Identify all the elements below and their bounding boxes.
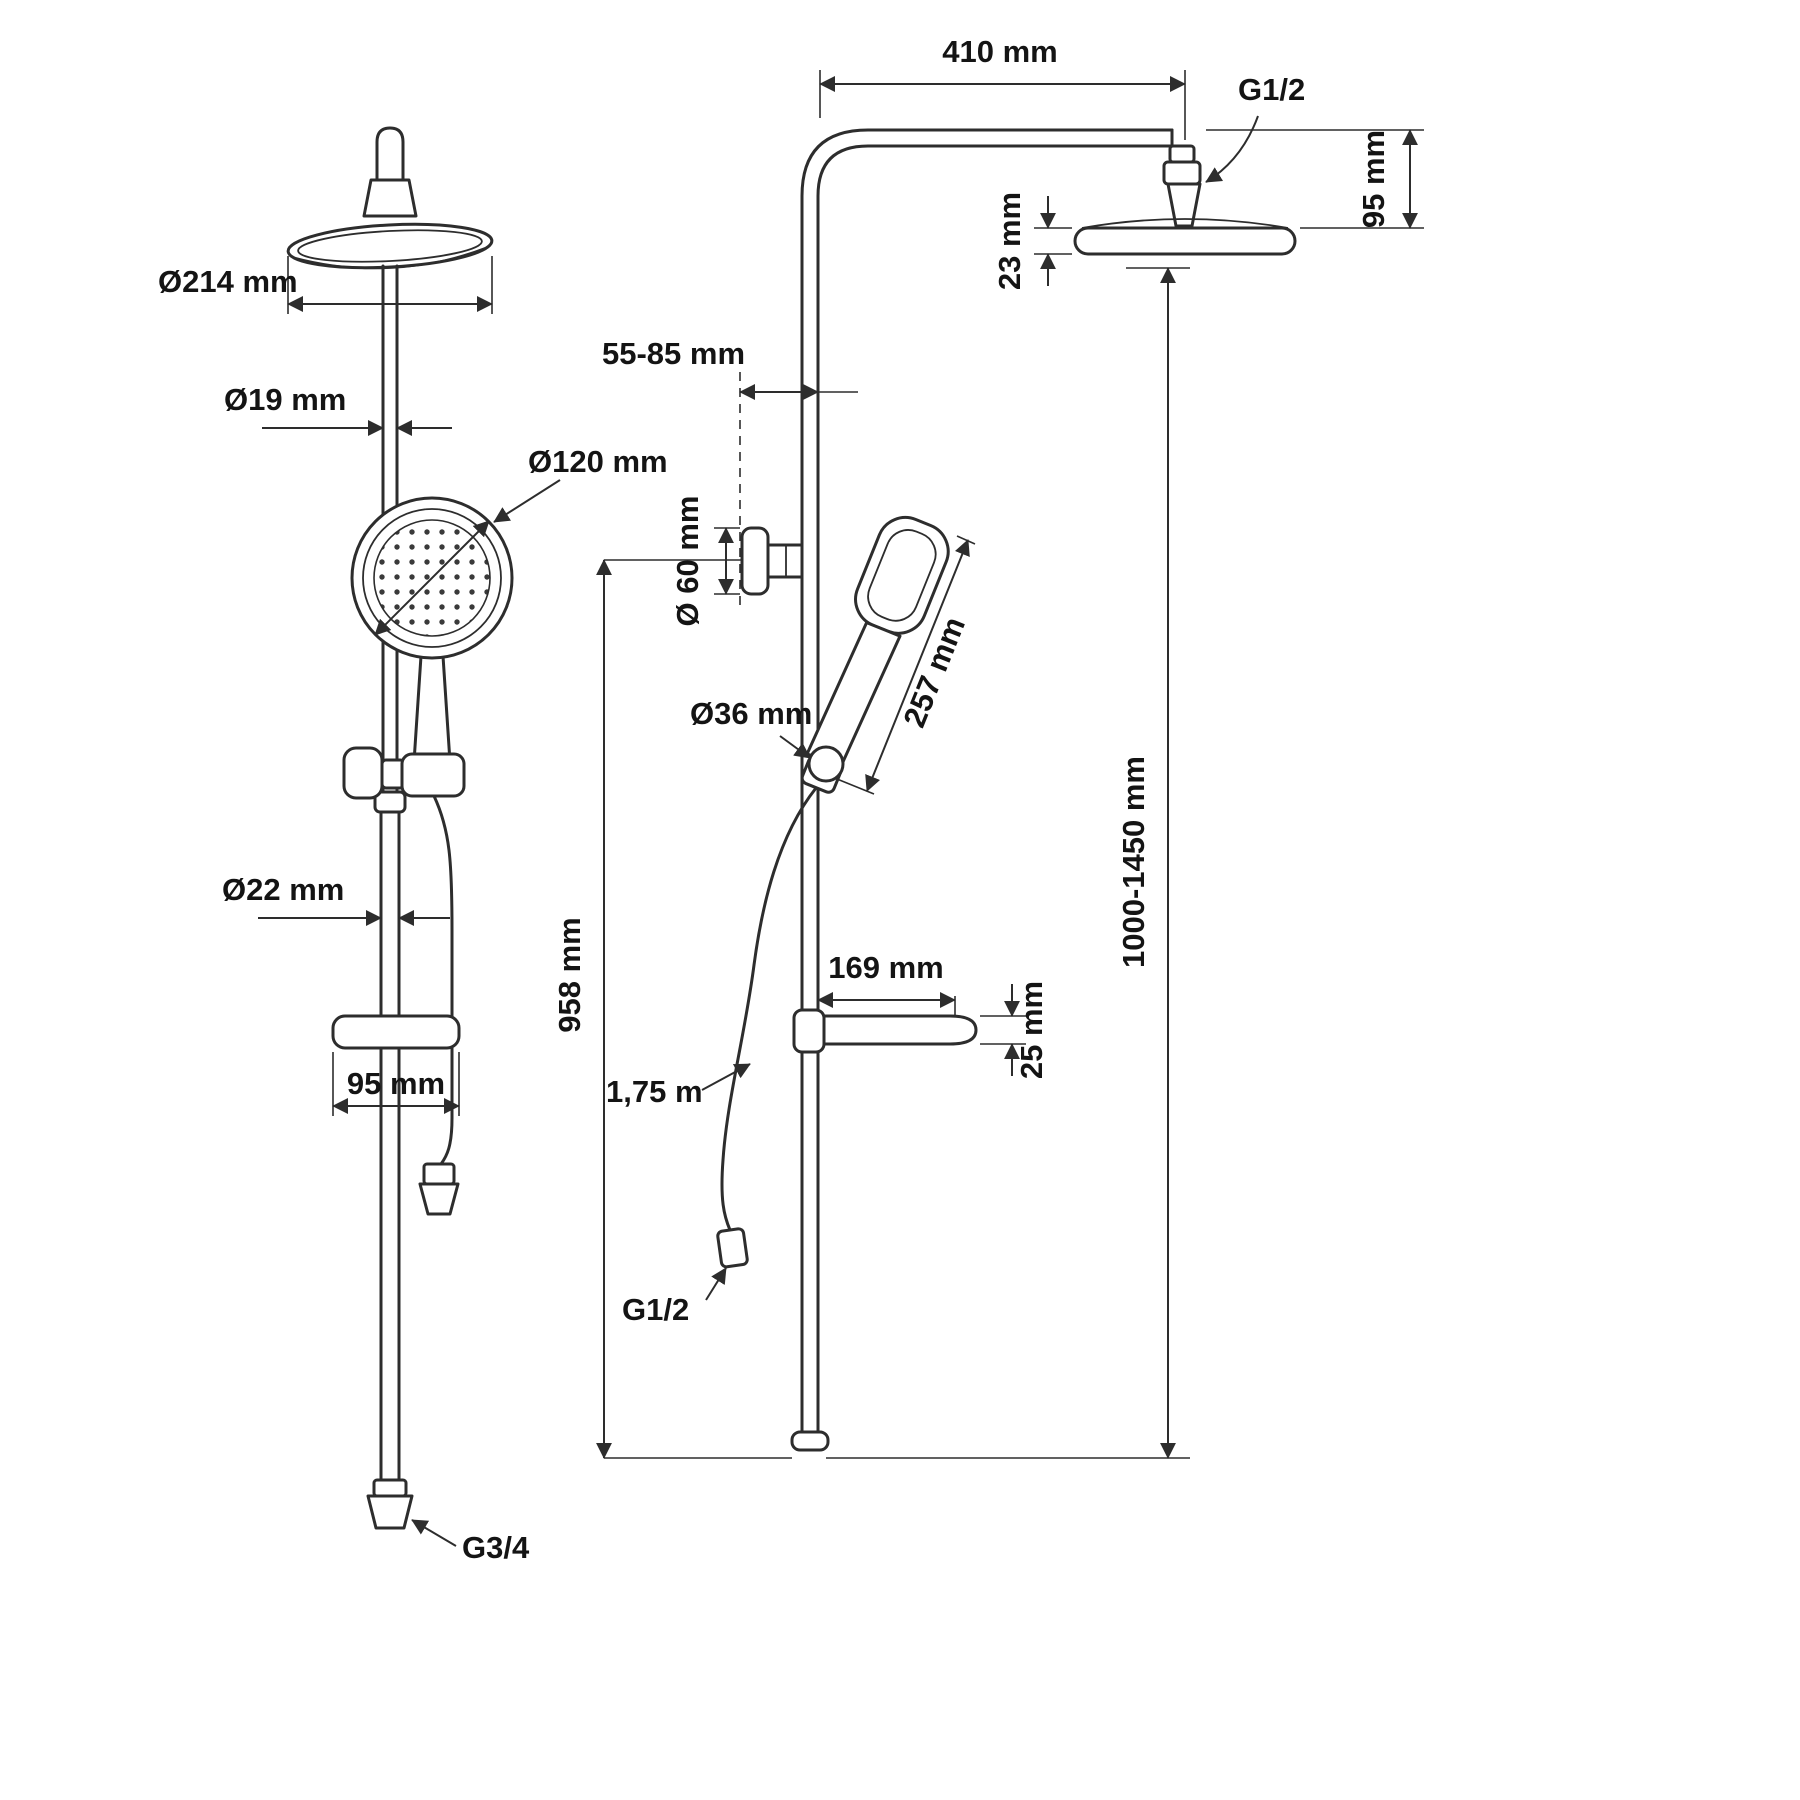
dim-soap-dish-depth: 169 mm bbox=[817, 950, 956, 1016]
hose-length-label: 1,75 m bbox=[606, 1074, 703, 1109]
dim-lower-pipe-diameter: Ø22 mm bbox=[222, 872, 450, 926]
hand-shower-front bbox=[350, 496, 514, 764]
dim-head-drop: 95 mm bbox=[1206, 129, 1424, 229]
dim-hose-connector-thread: G1/2 bbox=[622, 1267, 727, 1327]
arm-length-label: 410 mm bbox=[942, 34, 1057, 69]
dim-bracket-diameter: Ø 60 mm bbox=[670, 496, 740, 627]
upper-pipe-diameter-label: Ø19 mm bbox=[224, 382, 346, 417]
slider-holder-front bbox=[342, 746, 466, 800]
front-view: Ø214 mm Ø19 mm Ø120 mm bbox=[158, 126, 668, 1565]
soap-dish-height-label: 25 mm bbox=[1014, 981, 1049, 1079]
soap-dish-width-label: 95 mm bbox=[347, 1066, 445, 1101]
dim-column-height: 1000-1450 mm bbox=[826, 267, 1190, 1459]
front-top-connector bbox=[362, 126, 418, 218]
slide-bar-front bbox=[373, 264, 407, 1482]
lower-pipe-diameter-label: Ø22 mm bbox=[222, 872, 344, 907]
shower-hose-front bbox=[418, 794, 460, 1216]
dim-head-diameter: Ø214 mm bbox=[158, 256, 493, 314]
riser-pipe-side bbox=[790, 128, 1174, 1452]
holder-knob bbox=[807, 745, 845, 783]
dim-upper-pipe-diameter: Ø19 mm bbox=[224, 382, 452, 436]
dim-slide-bar-height: 958 mm bbox=[552, 559, 792, 1459]
bracket-diameter-label: Ø 60 mm bbox=[670, 496, 705, 627]
dim-top-connector-thread: G1/2 bbox=[1205, 72, 1305, 183]
head-drop-label: 95 mm bbox=[1356, 130, 1391, 228]
top-connector-side bbox=[1162, 144, 1202, 228]
rain-shower-head-side bbox=[1073, 218, 1297, 256]
side-view: 410 mm G1/2 95 mm 23 mm 55-85 mm bbox=[552, 34, 1424, 1459]
column-height-label: 1000-1450 mm bbox=[1116, 756, 1151, 968]
dim-wall-offset: 55-85 mm bbox=[602, 336, 858, 606]
wall-bracket-side bbox=[740, 526, 804, 596]
head-thickness-label: 23 mm bbox=[992, 192, 1027, 290]
top-connector-thread-label: G1/2 bbox=[1238, 72, 1305, 107]
hose-connector-thread-label: G1/2 bbox=[622, 1292, 689, 1327]
dim-hose-length: 1,75 m bbox=[606, 1063, 751, 1109]
bottom-connector-thread-label: G3/4 bbox=[462, 1530, 530, 1565]
dim-holder-diameter: Ø36 mm bbox=[690, 696, 812, 759]
soap-dish-depth-label: 169 mm bbox=[828, 950, 943, 985]
hand-shower-diameter-label: Ø120 mm bbox=[528, 444, 668, 479]
dim-hand-shower-diameter: Ø120 mm bbox=[493, 444, 668, 523]
dim-head-thickness: 23 mm bbox=[992, 192, 1072, 290]
soap-dish-side bbox=[792, 1008, 978, 1054]
bottom-connector-front bbox=[366, 1478, 414, 1530]
wall-offset-label: 55-85 mm bbox=[602, 336, 745, 371]
head-diameter-label: Ø214 mm bbox=[158, 264, 298, 299]
dim-bottom-connector-thread: G3/4 bbox=[411, 1519, 530, 1565]
dim-soap-dish-width: 95 mm bbox=[332, 1052, 460, 1116]
dim-soap-dish-height: 25 mm bbox=[980, 981, 1049, 1079]
slide-bar-height-label: 958 mm bbox=[552, 917, 587, 1032]
holder-diameter-label: Ø36 mm bbox=[690, 696, 812, 731]
soap-dish-front bbox=[331, 1014, 461, 1050]
rain-shower-head-front bbox=[286, 222, 494, 270]
dim-arm-length: 410 mm bbox=[819, 34, 1186, 140]
shower-hose-side bbox=[716, 786, 818, 1269]
